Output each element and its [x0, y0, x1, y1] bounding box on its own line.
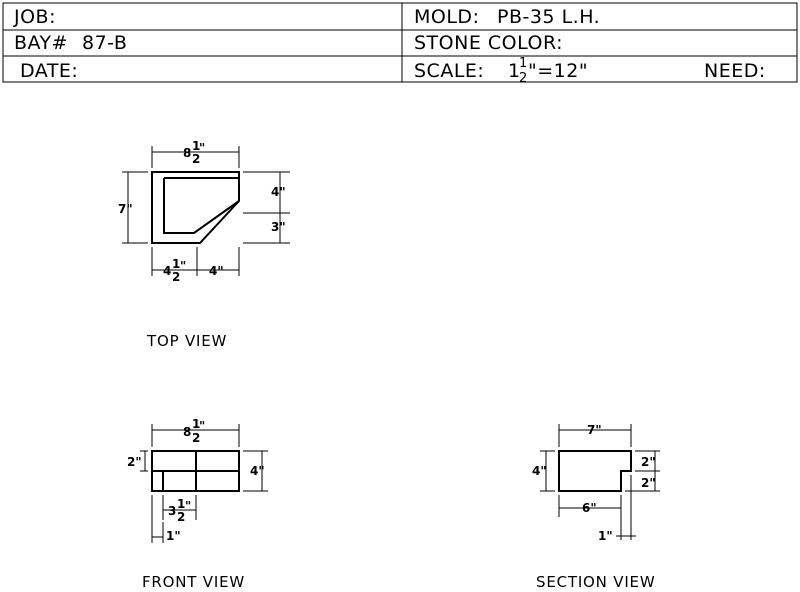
scale-rest: "=12" [528, 60, 588, 82]
scale-fraction-denominator: 2 [519, 71, 527, 86]
top-depth-label: 7" [118, 202, 133, 216]
top-bottom-left-den: 2 [172, 270, 180, 284]
front-offset-label: 1" [166, 529, 181, 543]
top-width-den: 2 [192, 152, 200, 166]
section-right-lower-label: 2" [641, 476, 656, 490]
front-view-caption: FRONT VIEW [142, 573, 245, 591]
title-block-border [2, 2, 798, 83]
front-width-num: 1 [192, 417, 200, 431]
section-view: 7" 4" 2" 2" 6" 1" SECTION VIEW [532, 423, 660, 591]
section-right-upper-label: 2" [641, 455, 656, 469]
top-bottom-left-num: 1 [172, 257, 180, 271]
date-label: DATE: [20, 60, 78, 82]
section-view-outline [558, 450, 632, 492]
stone-color-label: STONE COLOR: [414, 32, 563, 54]
front-half-den: 2 [177, 510, 185, 524]
top-bottom-left-whole: 4 [163, 264, 171, 278]
mold-value: PB-35 L.H. [497, 6, 600, 28]
top-right-lower-label: 3" [271, 220, 286, 234]
front-right-height-label: 4" [250, 464, 265, 478]
section-top-width-label: 7" [587, 423, 602, 437]
scale-fraction-numerator: 1 [519, 56, 527, 71]
top-view: 8 1 2 " 7" 4" 3" 4 1 2 " 4" TOP VIEW [118, 139, 290, 350]
bay-value: 87-B [82, 32, 127, 54]
section-view-caption: SECTION VIEW [536, 573, 655, 591]
need-label: NEED: [704, 60, 766, 82]
front-width-den: 2 [192, 431, 200, 445]
top-view-caption: TOP VIEW [146, 332, 227, 350]
top-width-num: 1 [192, 139, 200, 153]
scale-label: SCALE: [414, 60, 484, 82]
section-left-height-label: 4" [532, 464, 547, 478]
front-half-inch: " [185, 499, 191, 513]
front-width-whole: 8 [183, 425, 191, 439]
mold-label: MOLD: [414, 6, 479, 28]
top-view-inner-outline [163, 178, 240, 234]
title-block: JOB: MOLD: PB-35 L.H. BAY# 87-B STONE CO… [2, 2, 798, 86]
front-view: 8 1 2 " 2" 4" 3 1 2 " 1" FRONT VIEW [127, 417, 268, 591]
section-bottom-width-label: 6" [582, 501, 597, 515]
top-view-outline [151, 171, 240, 244]
bay-label: BAY# [14, 32, 68, 54]
top-right-upper-label: 4" [271, 185, 286, 199]
top-bottom-left-inch: " [180, 259, 186, 273]
front-left-height-label: 2" [127, 455, 142, 469]
scale-whole: 1 [508, 60, 521, 82]
front-width-inch: " [199, 419, 205, 433]
section-notch-label: 1" [598, 529, 613, 543]
top-bottom-right-label: 4" [209, 264, 224, 278]
job-label: JOB: [13, 6, 56, 28]
front-half-whole: 3 [168, 504, 176, 518]
top-width-inch: " [199, 141, 205, 155]
top-width-whole: 8 [183, 146, 191, 160]
front-half-num: 1 [177, 497, 185, 511]
